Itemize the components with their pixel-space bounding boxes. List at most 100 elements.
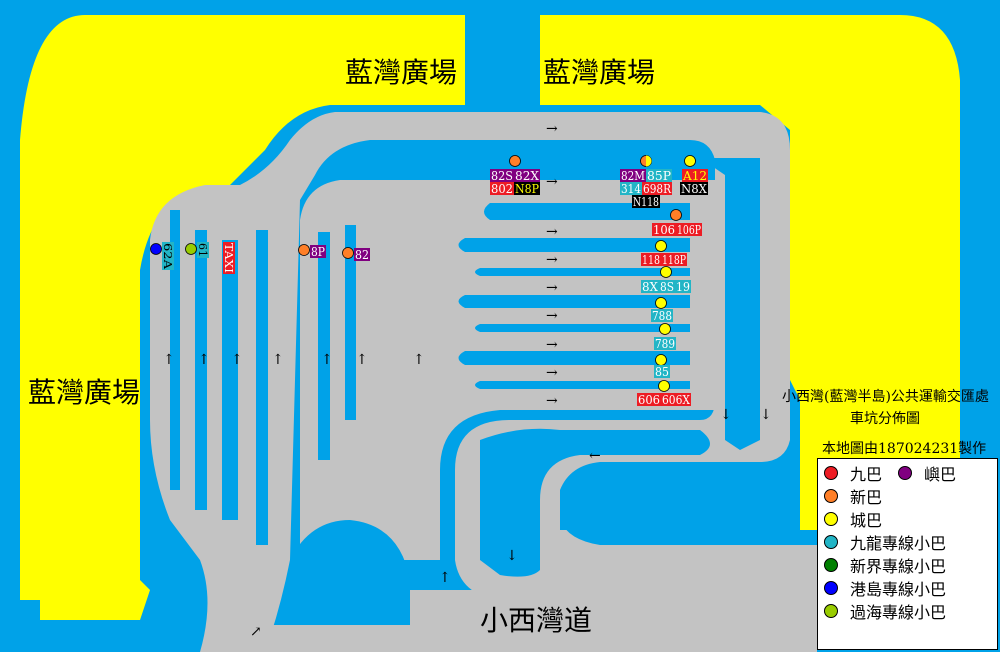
route-tag-82S: 82S bbox=[491, 169, 513, 183]
route-tag-82-bg bbox=[354, 248, 370, 261]
legend-item-nwfb: 新巴 bbox=[824, 484, 882, 508]
map-title: 小西灣(藍灣半島)公共運輸交匯處 bbox=[782, 388, 989, 405]
kowloon-minibus-dot-icon bbox=[824, 535, 838, 549]
route-tag-N8P: N8P bbox=[515, 182, 539, 196]
road-strip-left bbox=[265, 625, 415, 652]
legend-label: 城巴 bbox=[850, 511, 883, 530]
arrow-right-icon: → bbox=[546, 337, 558, 353]
legend-label: 新界專線小巴 bbox=[850, 557, 947, 576]
route-tag-314-bg bbox=[620, 182, 642, 195]
mall-label-left: 藍灣廣場 bbox=[28, 376, 140, 409]
route-tag-8X: 8X bbox=[642, 280, 658, 294]
legend-item-kmb: 九巴 bbox=[824, 461, 882, 485]
lower-mid-water bbox=[480, 428, 710, 577]
route-tag-118P-bg bbox=[661, 253, 687, 266]
route-tag-8X-bg bbox=[641, 280, 659, 293]
arrow-left-icon: ← bbox=[589, 448, 601, 464]
legend-item-hk-minibus: 港島專線小巴 bbox=[824, 576, 946, 600]
mall-label-top-right: 藍灣廣場 bbox=[543, 56, 655, 89]
arrow-up-icon: ↑ bbox=[321, 352, 333, 368]
route-tag-8P: 8P bbox=[311, 245, 325, 259]
route-tag-N8X: N8X bbox=[681, 182, 707, 196]
legend-item-nt-minibus: 新界專線小巴 bbox=[824, 553, 946, 577]
route-tag-82M: 82M bbox=[621, 169, 645, 183]
nwfb-stop-marker bbox=[509, 155, 521, 167]
ctb-stop-marker bbox=[684, 155, 696, 167]
legend-label: 九巴 bbox=[850, 465, 883, 484]
route-tag-789: 789 bbox=[655, 337, 675, 351]
lantau-dot-icon bbox=[898, 466, 912, 480]
map-credit: 本地圖由187024231製作 bbox=[822, 441, 986, 457]
route-tag-106P: 106P bbox=[677, 223, 701, 237]
route-tag-A12-bg bbox=[682, 169, 708, 182]
nwfb-dot-icon bbox=[824, 489, 838, 503]
route-tag-118: 118 bbox=[642, 253, 660, 267]
route-tag-61-bg bbox=[197, 242, 209, 258]
lower-left-water bbox=[275, 520, 410, 640]
route-tag-61: 61 bbox=[196, 243, 209, 257]
arrow-up-icon: ↑ bbox=[163, 352, 175, 368]
route-tag-19: 19 bbox=[676, 280, 690, 294]
bay-island-right bbox=[700, 158, 760, 450]
route-tag-19-bg bbox=[675, 280, 691, 293]
ctb-stop-marker bbox=[659, 323, 671, 335]
cross-harbour-minibus-stop-marker bbox=[185, 243, 197, 255]
ctb-stop-marker bbox=[655, 240, 667, 252]
route-tag-82: 82 bbox=[355, 248, 369, 262]
lower-right-water bbox=[560, 490, 780, 530]
ctb-stop-marker bbox=[655, 297, 667, 309]
route-tag-106-bg bbox=[652, 223, 676, 236]
route-tag-698R-bg bbox=[642, 182, 672, 195]
route-tag-606X-bg bbox=[661, 393, 691, 406]
route-tag-62A: 62A bbox=[161, 243, 174, 270]
route-tag-788-bg bbox=[651, 309, 673, 322]
bay-left-3 bbox=[222, 240, 238, 520]
route-tag-606: 606 bbox=[638, 393, 660, 407]
legend-item-cross-harbour-minibus: 過海專線小巴 bbox=[824, 599, 946, 623]
route-tag-118P: 118P bbox=[662, 253, 686, 267]
arrow-down-icon: ↓ bbox=[760, 407, 772, 423]
route-tag-82S-bg bbox=[490, 169, 514, 182]
hk-minibus-dot-icon bbox=[824, 581, 838, 595]
legend-item-ctb: 城巴 bbox=[824, 507, 882, 531]
hk-minibus-stop-marker bbox=[150, 243, 162, 255]
bay-island-8 bbox=[475, 381, 690, 389]
arrow-right-icon: → bbox=[546, 174, 558, 190]
arrow-up-icon: ↑ bbox=[231, 352, 243, 368]
route-tag-85P-bg bbox=[646, 169, 672, 182]
bay-left-6 bbox=[345, 225, 356, 420]
arrow-right-icon: → bbox=[546, 393, 558, 409]
route-tag-N8P-bg bbox=[514, 182, 540, 195]
route-tag-85-bg bbox=[654, 365, 670, 378]
route-tag-8S-bg bbox=[659, 280, 675, 293]
legend-item-lantau: 嶼巴 bbox=[898, 461, 956, 485]
route-tag-118-bg bbox=[641, 253, 661, 266]
cross-harbour-minibus-dot-icon bbox=[824, 604, 838, 618]
arrow-right-icon: → bbox=[546, 252, 558, 268]
bay-left-4 bbox=[256, 230, 268, 545]
arrow-up-icon: ↑ bbox=[198, 352, 210, 368]
arrow-up-icon: ↑ bbox=[356, 352, 368, 368]
route-tag-85: 85 bbox=[655, 365, 669, 379]
legend-label: 港島專線小巴 bbox=[850, 580, 947, 599]
arrow-right-icon: → bbox=[546, 280, 558, 296]
ctb-stop-marker bbox=[658, 380, 670, 392]
legend-item-kowloon-minibus: 九龍專線小巴 bbox=[824, 530, 946, 554]
route-tag-TAXI-bg bbox=[223, 242, 235, 274]
arrow-up-right-icon: ↗ bbox=[250, 624, 262, 640]
route-tag-8S: 8S bbox=[660, 280, 674, 294]
legend-label: 過海專線小巴 bbox=[850, 603, 947, 622]
arrow-right-icon: → bbox=[546, 365, 558, 381]
route-tag-606-bg bbox=[637, 393, 661, 406]
road-strip bbox=[410, 590, 817, 652]
map-subtitle: 車坑分佈圖 bbox=[850, 410, 920, 427]
legend-label: 九龍專線小巴 bbox=[850, 534, 947, 553]
route-tag-TAXI: TAXI bbox=[222, 243, 235, 273]
land-left-lower bbox=[20, 560, 150, 620]
arrow-up-icon: ↑ bbox=[272, 352, 284, 368]
nt-minibus-dot-icon bbox=[824, 558, 838, 572]
legend-label: 新巴 bbox=[850, 488, 883, 507]
route-tag-314: 314 bbox=[621, 182, 641, 196]
nwfb-stop-marker bbox=[670, 209, 682, 221]
kmb-dot-icon bbox=[824, 466, 838, 480]
